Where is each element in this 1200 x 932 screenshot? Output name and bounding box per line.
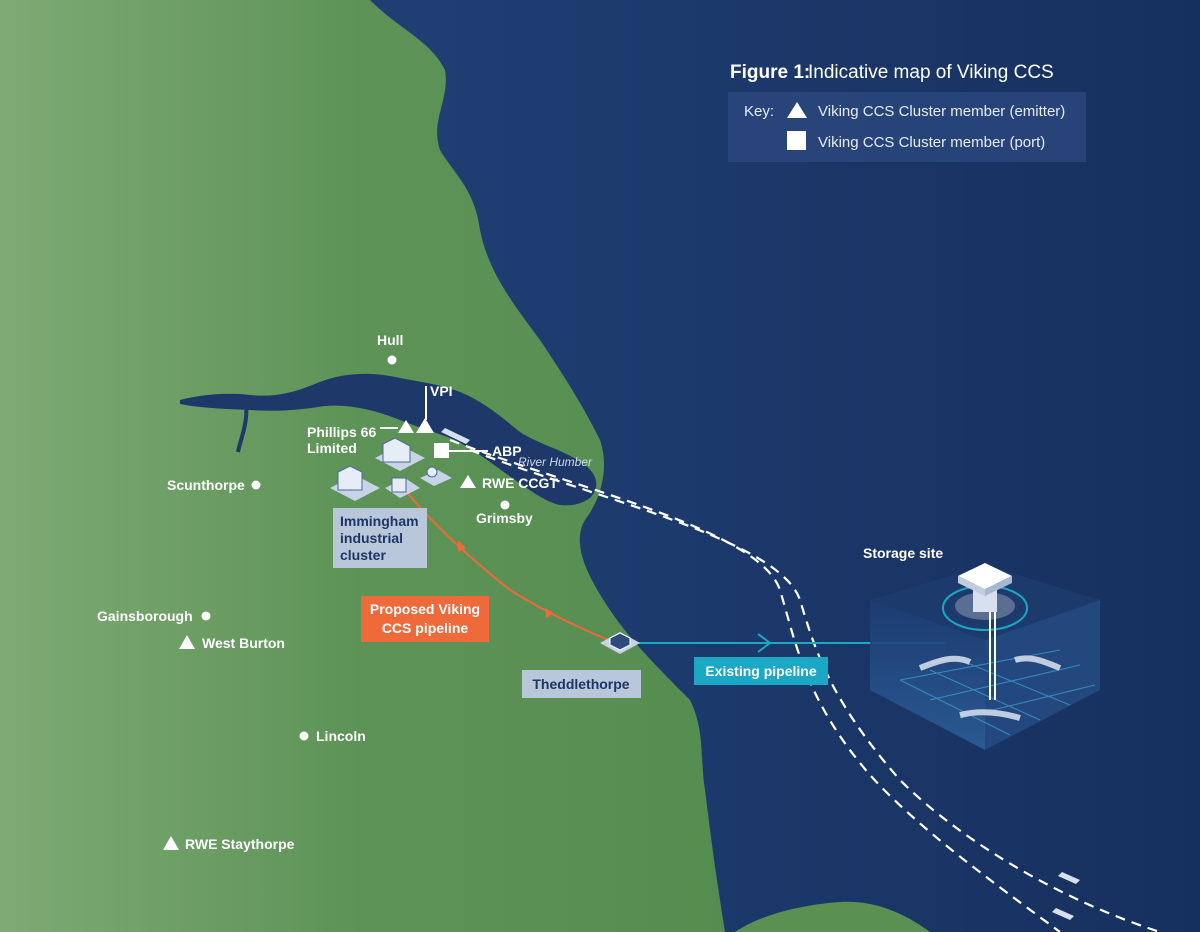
storage-site-icon bbox=[870, 563, 1100, 750]
town-label-scunthorpe: Scunthorpe bbox=[167, 477, 245, 493]
emitter-triangle-icon bbox=[460, 475, 476, 488]
member-label-abp: ABP bbox=[492, 443, 522, 459]
town-dot-scunthorpe bbox=[251, 480, 261, 490]
town-label-grimsby: Grimsby bbox=[476, 510, 533, 526]
river-tributary bbox=[236, 397, 249, 453]
theddlethorpe-label-box bbox=[522, 670, 641, 698]
figure-title-text: Indicative map of Viking CCS bbox=[808, 62, 1054, 83]
member-label-phillips-2: Limited bbox=[307, 440, 357, 456]
river-label: River Humber bbox=[518, 455, 593, 469]
key-emitter-label: Viking CCS Cluster member (emitter) bbox=[818, 103, 1065, 120]
member-label-rwe-staythorpe: RWE Staythorpe bbox=[185, 836, 295, 852]
immingham-label-3: cluster bbox=[340, 547, 386, 563]
proposed-pipeline-line bbox=[404, 489, 616, 644]
immingham-label-2: industrial bbox=[340, 530, 403, 546]
proposed-pipeline-label-1: Proposed Viking bbox=[370, 601, 480, 617]
immingham-industry-icon bbox=[330, 437, 452, 501]
port-square-icon bbox=[434, 443, 449, 458]
emitter-triangle-icon bbox=[416, 418, 434, 433]
town-label-lincoln: Lincoln bbox=[316, 728, 366, 744]
immingham-label-box bbox=[333, 508, 427, 568]
town-dot-hull bbox=[387, 355, 397, 365]
ship-icon bbox=[441, 428, 1080, 920]
member-label-phillips-1: Phillips 66 bbox=[307, 424, 376, 440]
town-dot-gainsborough bbox=[201, 611, 211, 621]
theddlethorpe-label: Theddlethorpe bbox=[532, 676, 629, 692]
river-humber bbox=[180, 373, 597, 506]
immingham-label-1: Immingham bbox=[340, 513, 419, 529]
theddlethorpe-terminal-icon bbox=[600, 632, 640, 654]
figure-title-bold: Figure 1: bbox=[730, 62, 810, 83]
storage-site-label: Storage site bbox=[863, 545, 943, 561]
emitter-triangle-icon bbox=[179, 635, 195, 649]
existing-pipeline-label: Existing pipeline bbox=[705, 663, 816, 679]
shipping-lanes bbox=[449, 438, 1161, 932]
member-label-rwe-ccgt: RWE CCGT bbox=[482, 475, 558, 491]
port-square-icon bbox=[787, 131, 806, 150]
land-fragment bbox=[735, 901, 930, 932]
emitter-triangle-icon bbox=[398, 420, 414, 433]
member-label-vpi: VPI bbox=[430, 383, 453, 399]
emitter-triangle-icon bbox=[787, 102, 807, 118]
key-port-label: Viking CCS Cluster member (port) bbox=[818, 134, 1045, 151]
town-dot-lincoln bbox=[299, 731, 309, 741]
town-label-gainsborough: Gainsborough bbox=[97, 608, 193, 624]
proposed-pipeline-label-2: CCS pipeline bbox=[382, 620, 469, 636]
emitter-triangle-icon bbox=[163, 836, 179, 850]
town-dot-grimsby bbox=[500, 500, 510, 510]
member-label-west-burton: West Burton bbox=[202, 635, 285, 651]
land-mass bbox=[0, 0, 725, 932]
key-label: Key: bbox=[744, 103, 774, 120]
existing-pipeline-label-box bbox=[694, 657, 828, 685]
town-label-hull: Hull bbox=[377, 332, 403, 348]
key-box bbox=[728, 92, 1086, 162]
proposed-pipeline-label-box bbox=[361, 596, 489, 642]
